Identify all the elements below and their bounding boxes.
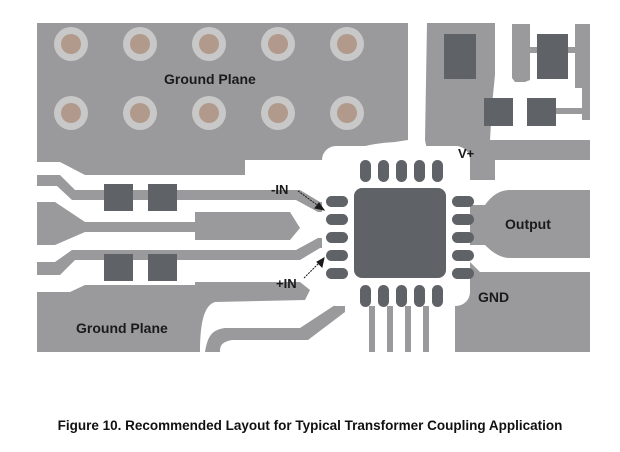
- ic-pin-bottom: [414, 285, 425, 307]
- pin-arrows: [297, 190, 326, 279]
- ic-pin-top: [360, 160, 371, 182]
- ground-plane-bottom: [37, 282, 310, 352]
- ic-pin-bottom: [360, 285, 371, 307]
- label-minus-in: -IN: [271, 182, 288, 197]
- ic-pin-right: [452, 250, 474, 261]
- ic-pin-top: [378, 160, 389, 182]
- label-gnd: GND: [478, 289, 509, 305]
- via-hole: [337, 34, 357, 54]
- ic-pin-right: [452, 196, 474, 207]
- bottom-pin-traces: [369, 300, 429, 352]
- via-hole: [199, 103, 219, 123]
- arrow-plus-in-head: [316, 257, 325, 268]
- pad-c1-right: [148, 184, 177, 211]
- arrow-minus-in: [297, 190, 321, 208]
- trace-top-right-2: [575, 24, 590, 120]
- pad-vplus-cap: [444, 34, 476, 79]
- figure-caption: Figure 10. Recommended Layout for Typica…: [57, 418, 563, 433]
- ground-plane-top: [37, 23, 408, 175]
- ic-pin-top: [432, 160, 443, 182]
- trace-top-right-1: [512, 24, 530, 82]
- ic-pin-bottom: [378, 285, 389, 307]
- ic-pin-right: [452, 268, 474, 279]
- label-v-plus: V+: [458, 146, 475, 161]
- ic-pin-left: [326, 268, 348, 279]
- via-hole: [130, 103, 150, 123]
- trace-bottom-left: [205, 295, 345, 352]
- via-hole: [268, 103, 288, 123]
- label-output: Output: [505, 216, 551, 232]
- ic-thermal-pad: [354, 188, 446, 278]
- label-plus-in: +IN: [276, 276, 297, 291]
- via-hole: [130, 34, 150, 54]
- pad-top-right-3: [527, 98, 556, 126]
- ic-pin-left: [326, 214, 348, 225]
- ic-package: [322, 146, 474, 307]
- ic-pin-right: [452, 214, 474, 225]
- label-ground-plane-bottom: Ground Plane: [76, 320, 168, 336]
- pad-c1-left: [104, 184, 133, 211]
- ic-pin-bottom: [396, 285, 407, 307]
- trace-center: [37, 202, 300, 245]
- ic-pin-bottom: [432, 285, 443, 307]
- gnd-pour: [455, 262, 590, 352]
- arrow-minus-in-head: [314, 202, 326, 211]
- pad-top-right-1: [537, 34, 568, 79]
- trace-plus-in: [37, 238, 335, 275]
- ic-pin-left: [326, 232, 348, 243]
- output-pour: [462, 190, 590, 258]
- ic-pin-right: [452, 232, 474, 243]
- via-hole: [61, 34, 81, 54]
- arrow-plus-in: [303, 261, 321, 279]
- ic-pin-left: [326, 196, 348, 207]
- ic-pin-left: [326, 250, 348, 261]
- via-grid: [54, 27, 364, 130]
- via-hole: [337, 103, 357, 123]
- trace-link-2: [555, 108, 582, 114]
- label-ground-plane-top: Ground Plane: [164, 71, 256, 87]
- ic-pin-top: [396, 160, 407, 182]
- pad-c2-right: [148, 254, 177, 281]
- ic-pin-top: [414, 160, 425, 182]
- pad-c2-left: [104, 254, 133, 281]
- trace-minus-in: [37, 175, 335, 212]
- via-hole: [61, 103, 81, 123]
- via-hole: [268, 34, 288, 54]
- via-hole: [199, 34, 219, 54]
- component-pads: [104, 34, 568, 281]
- pad-top-right-2: [484, 98, 513, 126]
